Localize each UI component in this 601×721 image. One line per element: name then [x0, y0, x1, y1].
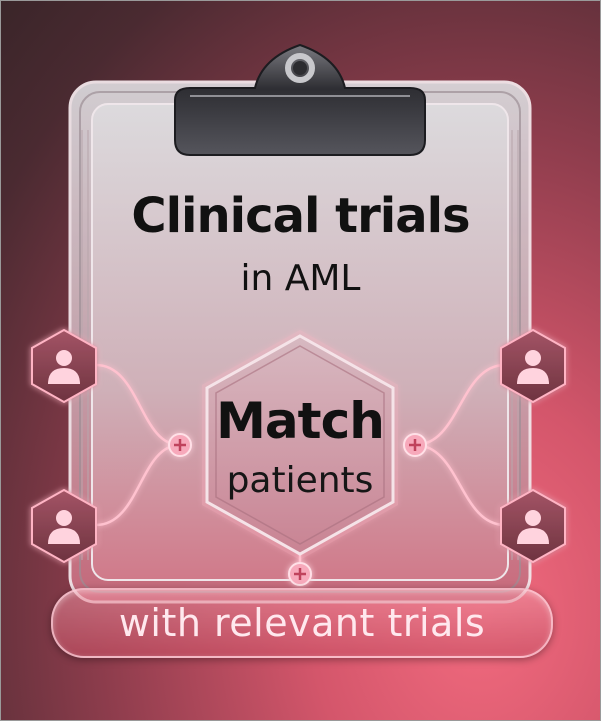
patient-node-bottom-left [31, 488, 97, 564]
center-heading: Match [216, 392, 385, 450]
plus-icon-left [168, 433, 192, 457]
patient-node-bottom-right [500, 488, 566, 564]
patient-icon [517, 510, 549, 544]
patient-icon [48, 350, 80, 384]
page-subtitle: in AML [240, 258, 361, 299]
relevant-trials-banner: with relevant trials [51, 588, 553, 658]
plus-icon-right [403, 433, 427, 457]
patient-icon [517, 350, 549, 384]
banner-label: with relevant trials [118, 601, 486, 645]
clipboard-clip-icon [174, 43, 426, 156]
page-title: Clinical trials [131, 188, 470, 244]
patient-node-top-right [500, 328, 566, 404]
patient-icon [48, 510, 80, 544]
center-subheading: patients [226, 460, 374, 501]
patient-node-top-left [31, 328, 97, 404]
central-hexagon [202, 330, 398, 560]
plus-icon-bottom [288, 562, 312, 586]
